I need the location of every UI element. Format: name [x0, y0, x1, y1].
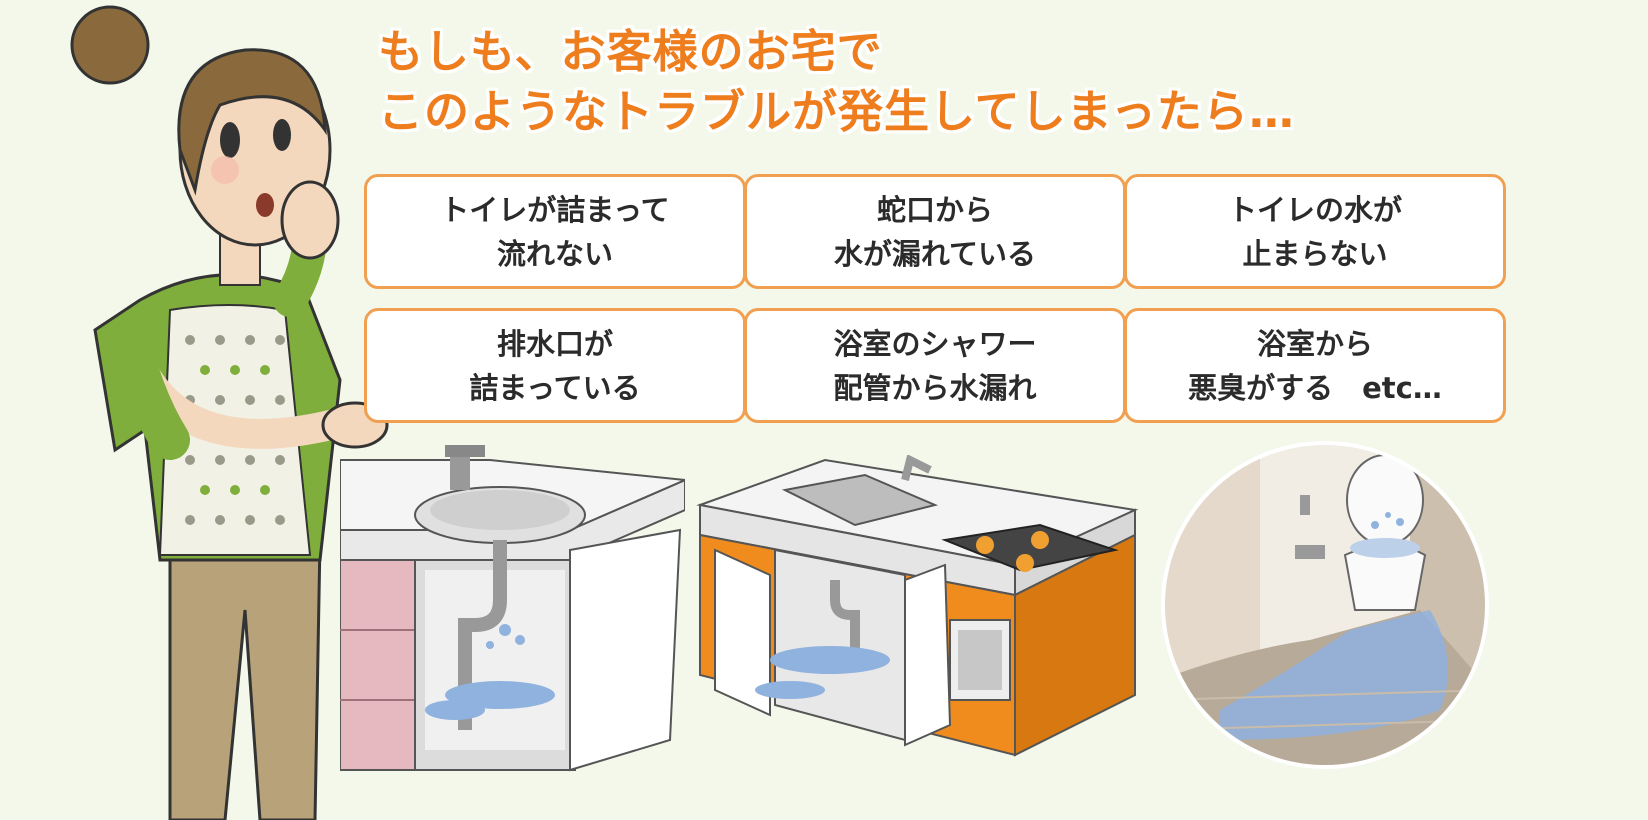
- trouble-card-drain-clogged: 排水口が 詰まっている: [364, 308, 746, 423]
- leaking-kitchen-sink-illustration: [696, 455, 1139, 757]
- trouble-card-text: トイレの水が 止まらない: [1227, 192, 1402, 271]
- headline-line-2: このようなトラブルが発生してしまったら…: [378, 85, 1295, 138]
- leaking-washbasin-illustration: [340, 445, 685, 772]
- trouble-card-toilet-running: トイレの水が 止まらない: [1124, 174, 1506, 289]
- headline: もしも、お客様のお宅で このようなトラブルが発生してしまったら…: [378, 22, 1295, 142]
- headline-line-1: もしも、お客様のお宅で: [378, 25, 883, 78]
- trouble-card-faucet-leak: 蛇口から 水が漏れている: [744, 174, 1126, 289]
- trouble-card-text: 蛇口から 水が漏れている: [833, 192, 1037, 271]
- trouble-card-bathroom-odor: 浴室から 悪臭がする etc…: [1124, 308, 1506, 423]
- worried-woman-illustration: [70, 5, 389, 820]
- trouble-card-text: 排水口が 詰まっている: [469, 326, 641, 405]
- overflowing-toilet-illustration: [1161, 441, 1489, 769]
- trouble-card-text: トイレが詰まって 流れない: [440, 192, 670, 271]
- trouble-card-shower-pipe-leak: 浴室のシャワー 配管から水漏れ: [744, 308, 1126, 423]
- trouble-card-text: 浴室のシャワー 配管から水漏れ: [833, 326, 1037, 405]
- trouble-card-text: 浴室から 悪臭がする etc…: [1188, 326, 1442, 405]
- trouble-card-toilet-clogged: トイレが詰まって 流れない: [364, 174, 746, 289]
